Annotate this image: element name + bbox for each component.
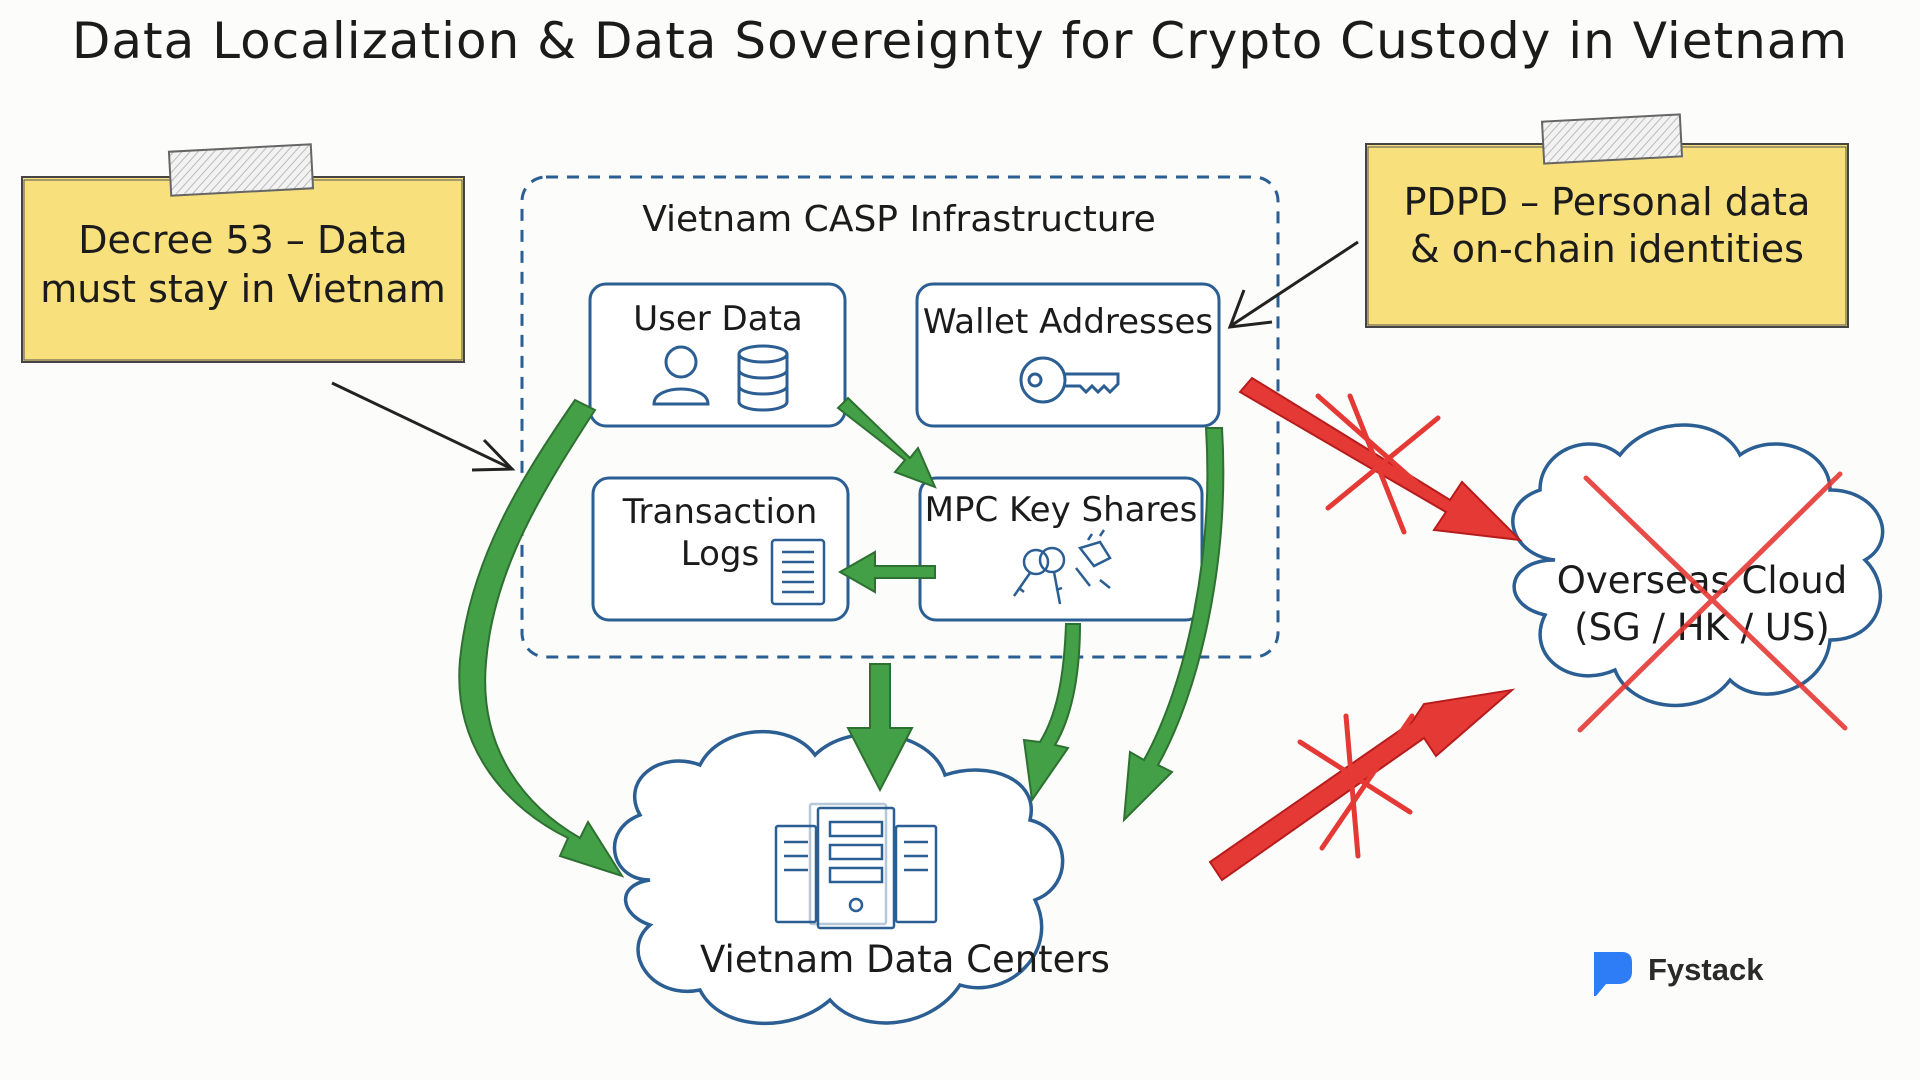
blocked-mark-upper xyxy=(1315,393,1441,535)
tape-icon xyxy=(1540,113,1684,165)
diagram-title: Data Localization & Data Sovereignty for… xyxy=(72,12,1848,70)
vietnam-data-centers-label: Vietnam Data Centers xyxy=(700,938,1110,981)
pdpd-note-line-2: & on-chain identities xyxy=(1410,227,1804,271)
fystack-brand: Fystack xyxy=(1594,952,1764,996)
database-icon xyxy=(737,344,789,412)
infrastructure-label: Vietnam CASP Infrastructure xyxy=(642,199,1156,240)
keys-icon xyxy=(1012,529,1112,605)
pdpd-note-line-1: PDPD – Personal data xyxy=(1404,180,1811,224)
decree-note-line-1: Decree 53 – Data xyxy=(78,218,407,262)
server-icon xyxy=(774,802,938,930)
document-icon xyxy=(770,538,826,606)
pdpd-pointer-arrow xyxy=(1227,240,1359,329)
arrow-mpc-to-txlogs xyxy=(837,550,936,594)
wallet-addresses-label: Wallet Addresses xyxy=(923,302,1213,342)
user-data-box: User Data xyxy=(588,282,847,428)
arrow-wallet-to-overseas-blocked xyxy=(1238,376,1523,542)
overseas-cloud-line-1: Overseas Cloud xyxy=(1557,559,1847,602)
arrow-infra-to-datacenters xyxy=(846,663,914,793)
transaction-logs-line-1: Transaction xyxy=(622,492,818,532)
wallet-addresses-box: Wallet Addresses xyxy=(915,282,1221,428)
vietnam-data-centers-cloud: Vietnam Data Centers xyxy=(612,729,1110,1026)
key-icon xyxy=(1019,356,1120,404)
arrow-datacenters-to-overseas-blocked xyxy=(1208,688,1516,882)
fystack-logo-icon xyxy=(1594,952,1632,996)
arrow-userdata-to-datacenters xyxy=(458,398,625,878)
blocked-cross-icon xyxy=(1577,471,1848,733)
casp-infrastructure-group: Vietnam CASP Infrastructure xyxy=(520,175,1280,659)
arrow-mpc-to-datacenters xyxy=(1022,623,1082,803)
blocked-flow-arrows xyxy=(1208,376,1523,882)
user-data-label: User Data xyxy=(633,299,803,339)
decree-pointer-arrow xyxy=(331,381,516,472)
transaction-logs-line-2: Logs xyxy=(681,534,759,574)
mpc-key-shares-label: MPC Key Shares xyxy=(925,490,1198,530)
arrow-wallet-to-datacenters xyxy=(1122,427,1225,823)
transaction-logs-box: Transaction Logs xyxy=(591,476,850,622)
decree-note-line-2: must stay in Vietnam xyxy=(40,267,446,311)
overseas-cloud: Overseas Cloud (SG / HK / US) xyxy=(1511,423,1885,733)
mpc-key-shares-box: MPC Key Shares xyxy=(918,476,1204,622)
allowed-flow-arrows xyxy=(458,396,1225,878)
user-icon xyxy=(652,345,710,406)
decree-53-note: Decree 53 – Data must stay in Vietnam xyxy=(21,143,465,363)
arrow-userdata-to-mpc xyxy=(836,396,937,489)
pdpd-note: PDPD – Personal data & on-chain identiti… xyxy=(1365,113,1849,328)
brand-name: Fystack xyxy=(1648,952,1764,987)
tape-icon xyxy=(167,143,315,197)
blocked-mark-lower xyxy=(1297,713,1415,859)
